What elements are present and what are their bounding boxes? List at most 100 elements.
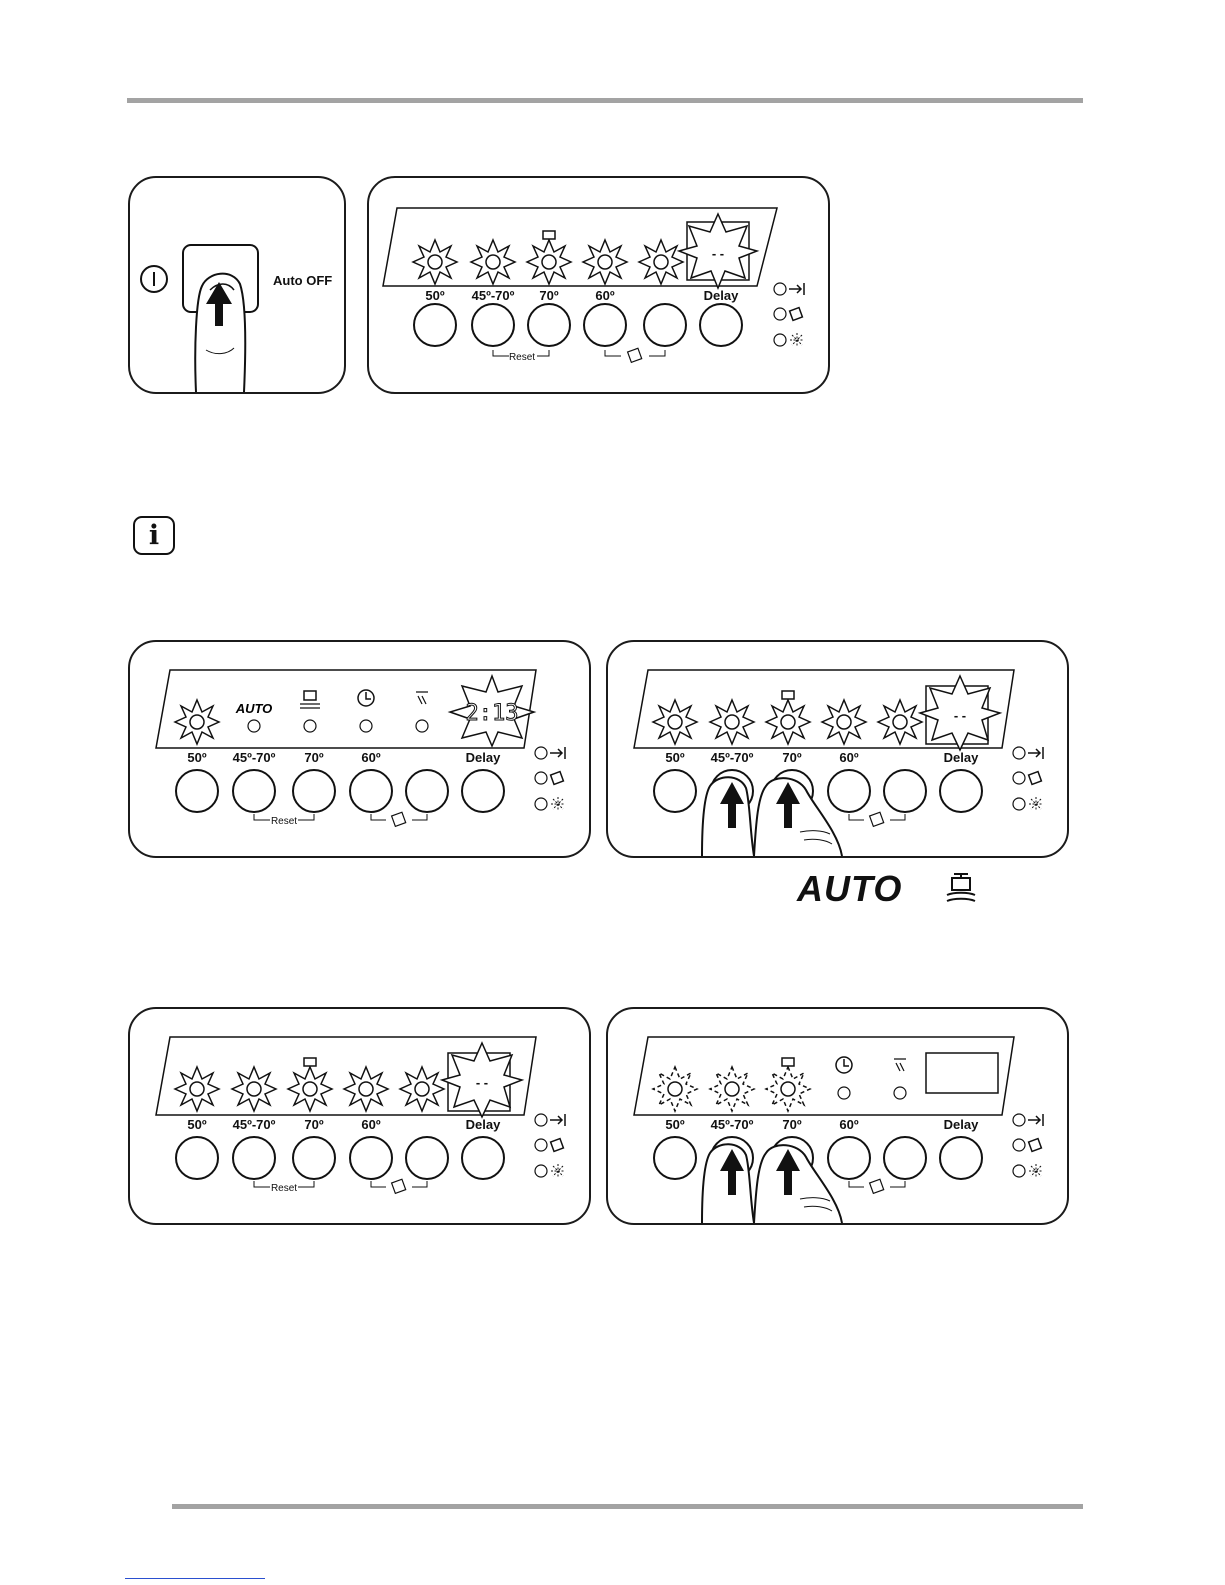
pot-icon [944,872,978,906]
label-70: 70º [539,288,558,303]
button-70[interactable] [528,304,570,346]
indicator-rinse-flashing [400,1067,444,1111]
footer-link-underline[interactable] [125,1578,265,1579]
button-delay[interactable] [940,1137,982,1179]
control-panel-svg: - - 50º 45º-70º 70º 60º Delay Reset [369,178,828,392]
rinse-icon [416,692,428,704]
button-extra[interactable] [884,1137,926,1179]
label-delay: Delay [944,1117,979,1132]
button-45-70[interactable] [233,770,275,812]
indicator-rinse [894,1087,906,1099]
side-indicators [535,1114,565,1178]
button-70[interactable] [293,1137,335,1179]
salt-icon [870,1179,884,1193]
rinse-aid-icon [1029,1164,1043,1178]
label-50: 50º [665,750,684,765]
info-icon: i [133,516,175,555]
label-50: 50º [187,1117,206,1132]
button-60[interactable] [828,770,870,812]
end-of-programme-icon [550,1114,565,1126]
reset-label: Reset [509,352,535,363]
salt-icon [790,308,803,321]
display-window: - - [679,214,757,288]
salt-icon [870,812,884,826]
label-50: 50º [665,1117,684,1132]
control-panel-svg: 50º 45º-70º 70º 60º Delay [608,1009,1067,1223]
label-50: 50º [187,750,206,765]
indicator-50-flashing [175,700,219,744]
auto-legend-label: AUTO [797,868,902,910]
button-delay[interactable] [940,770,982,812]
indicator-rinse-flashing [878,700,922,744]
control-panel-svg: AUTO 2:13 50º 45º-70º 70º 60º Delay Rese… [130,642,589,856]
label-60: 60º [839,750,858,765]
label-45-70: 45º-70º [472,288,515,303]
control-panel-svg: - - 50º 45º-70º 70º 60º Delay [608,642,1067,856]
salt-icon [551,772,564,785]
label-70: 70º [782,750,801,765]
button-45-70[interactable] [472,304,514,346]
label-60: 60º [595,288,614,303]
rinse-icon [894,1059,906,1071]
programme-buttons: 50º 45º-70º 70º 60º Delay [654,1117,982,1179]
two-finger-hand [702,1144,842,1223]
button-50[interactable] [654,1137,696,1179]
indicator-rinse-flashing [639,240,683,284]
button-60[interactable] [350,770,392,812]
indicator-clock-flashing [822,700,866,744]
button-delay[interactable] [462,770,504,812]
label-70: 70º [304,750,323,765]
side-indicators [1013,1114,1043,1178]
button-60[interactable] [584,304,626,346]
label-70: 70º [304,1117,323,1132]
indicator-clock [838,1087,850,1099]
label-delay: Delay [704,288,739,303]
control-panel-c: - - 50º 45º-70º 70º 60º Delay [606,640,1069,858]
salt-icon [1029,772,1042,785]
label-50: 50º [425,288,444,303]
button-60[interactable] [350,1137,392,1179]
button-70[interactable] [293,770,335,812]
display-dashes: - - [954,708,966,723]
reset-label: Reset [271,816,297,827]
button-50[interactable] [176,1137,218,1179]
button-extra[interactable] [406,1137,448,1179]
rinse-aid-icon [551,797,565,811]
salt-icon [551,1139,564,1152]
display-readout: 2:13 [466,701,519,726]
reset-label: Reset [271,1183,297,1194]
indicator-50-flashing [413,240,457,284]
programme-buttons: 50º 45º-70º 70º 60º Delay [654,750,982,812]
end-of-programme-icon [1028,1114,1043,1126]
salt-icon [628,348,642,362]
label-70: 70º [782,1117,801,1132]
button-delay[interactable] [462,1137,504,1179]
button-50[interactable] [176,770,218,812]
indicator-pot [304,720,316,732]
button-extra[interactable] [884,770,926,812]
button-50[interactable] [414,304,456,346]
button-extra[interactable] [644,304,686,346]
programme-buttons: 50º 45º-70º 70º 60º Delay [176,750,504,812]
end-of-programme-icon [550,747,565,759]
salt-icon [392,812,406,826]
indicator-clock [360,720,372,732]
indicator-50-flashing [653,700,697,744]
button-extra[interactable] [406,770,448,812]
button-delay[interactable] [700,304,742,346]
programme-buttons: 50º 45º-70º 70º 60º Delay [176,1117,504,1179]
label-delay: Delay [466,750,501,765]
label-60: 60º [361,750,380,765]
button-45-70[interactable] [233,1137,275,1179]
indicator-pot-flashing [288,1058,332,1111]
button-60[interactable] [828,1137,870,1179]
indicator-50-flashing [175,1067,219,1111]
end-of-programme-icon [789,283,804,295]
indicator-rinse [416,720,428,732]
salt-icon [392,1179,406,1193]
label-45-70: 45º-70º [711,750,754,765]
button-50[interactable] [654,770,696,812]
control-panel-b: AUTO 2:13 50º 45º-70º 70º 60º Delay Rese… [128,640,591,858]
auto-label: AUTO [235,701,273,716]
side-indicators [535,747,565,811]
